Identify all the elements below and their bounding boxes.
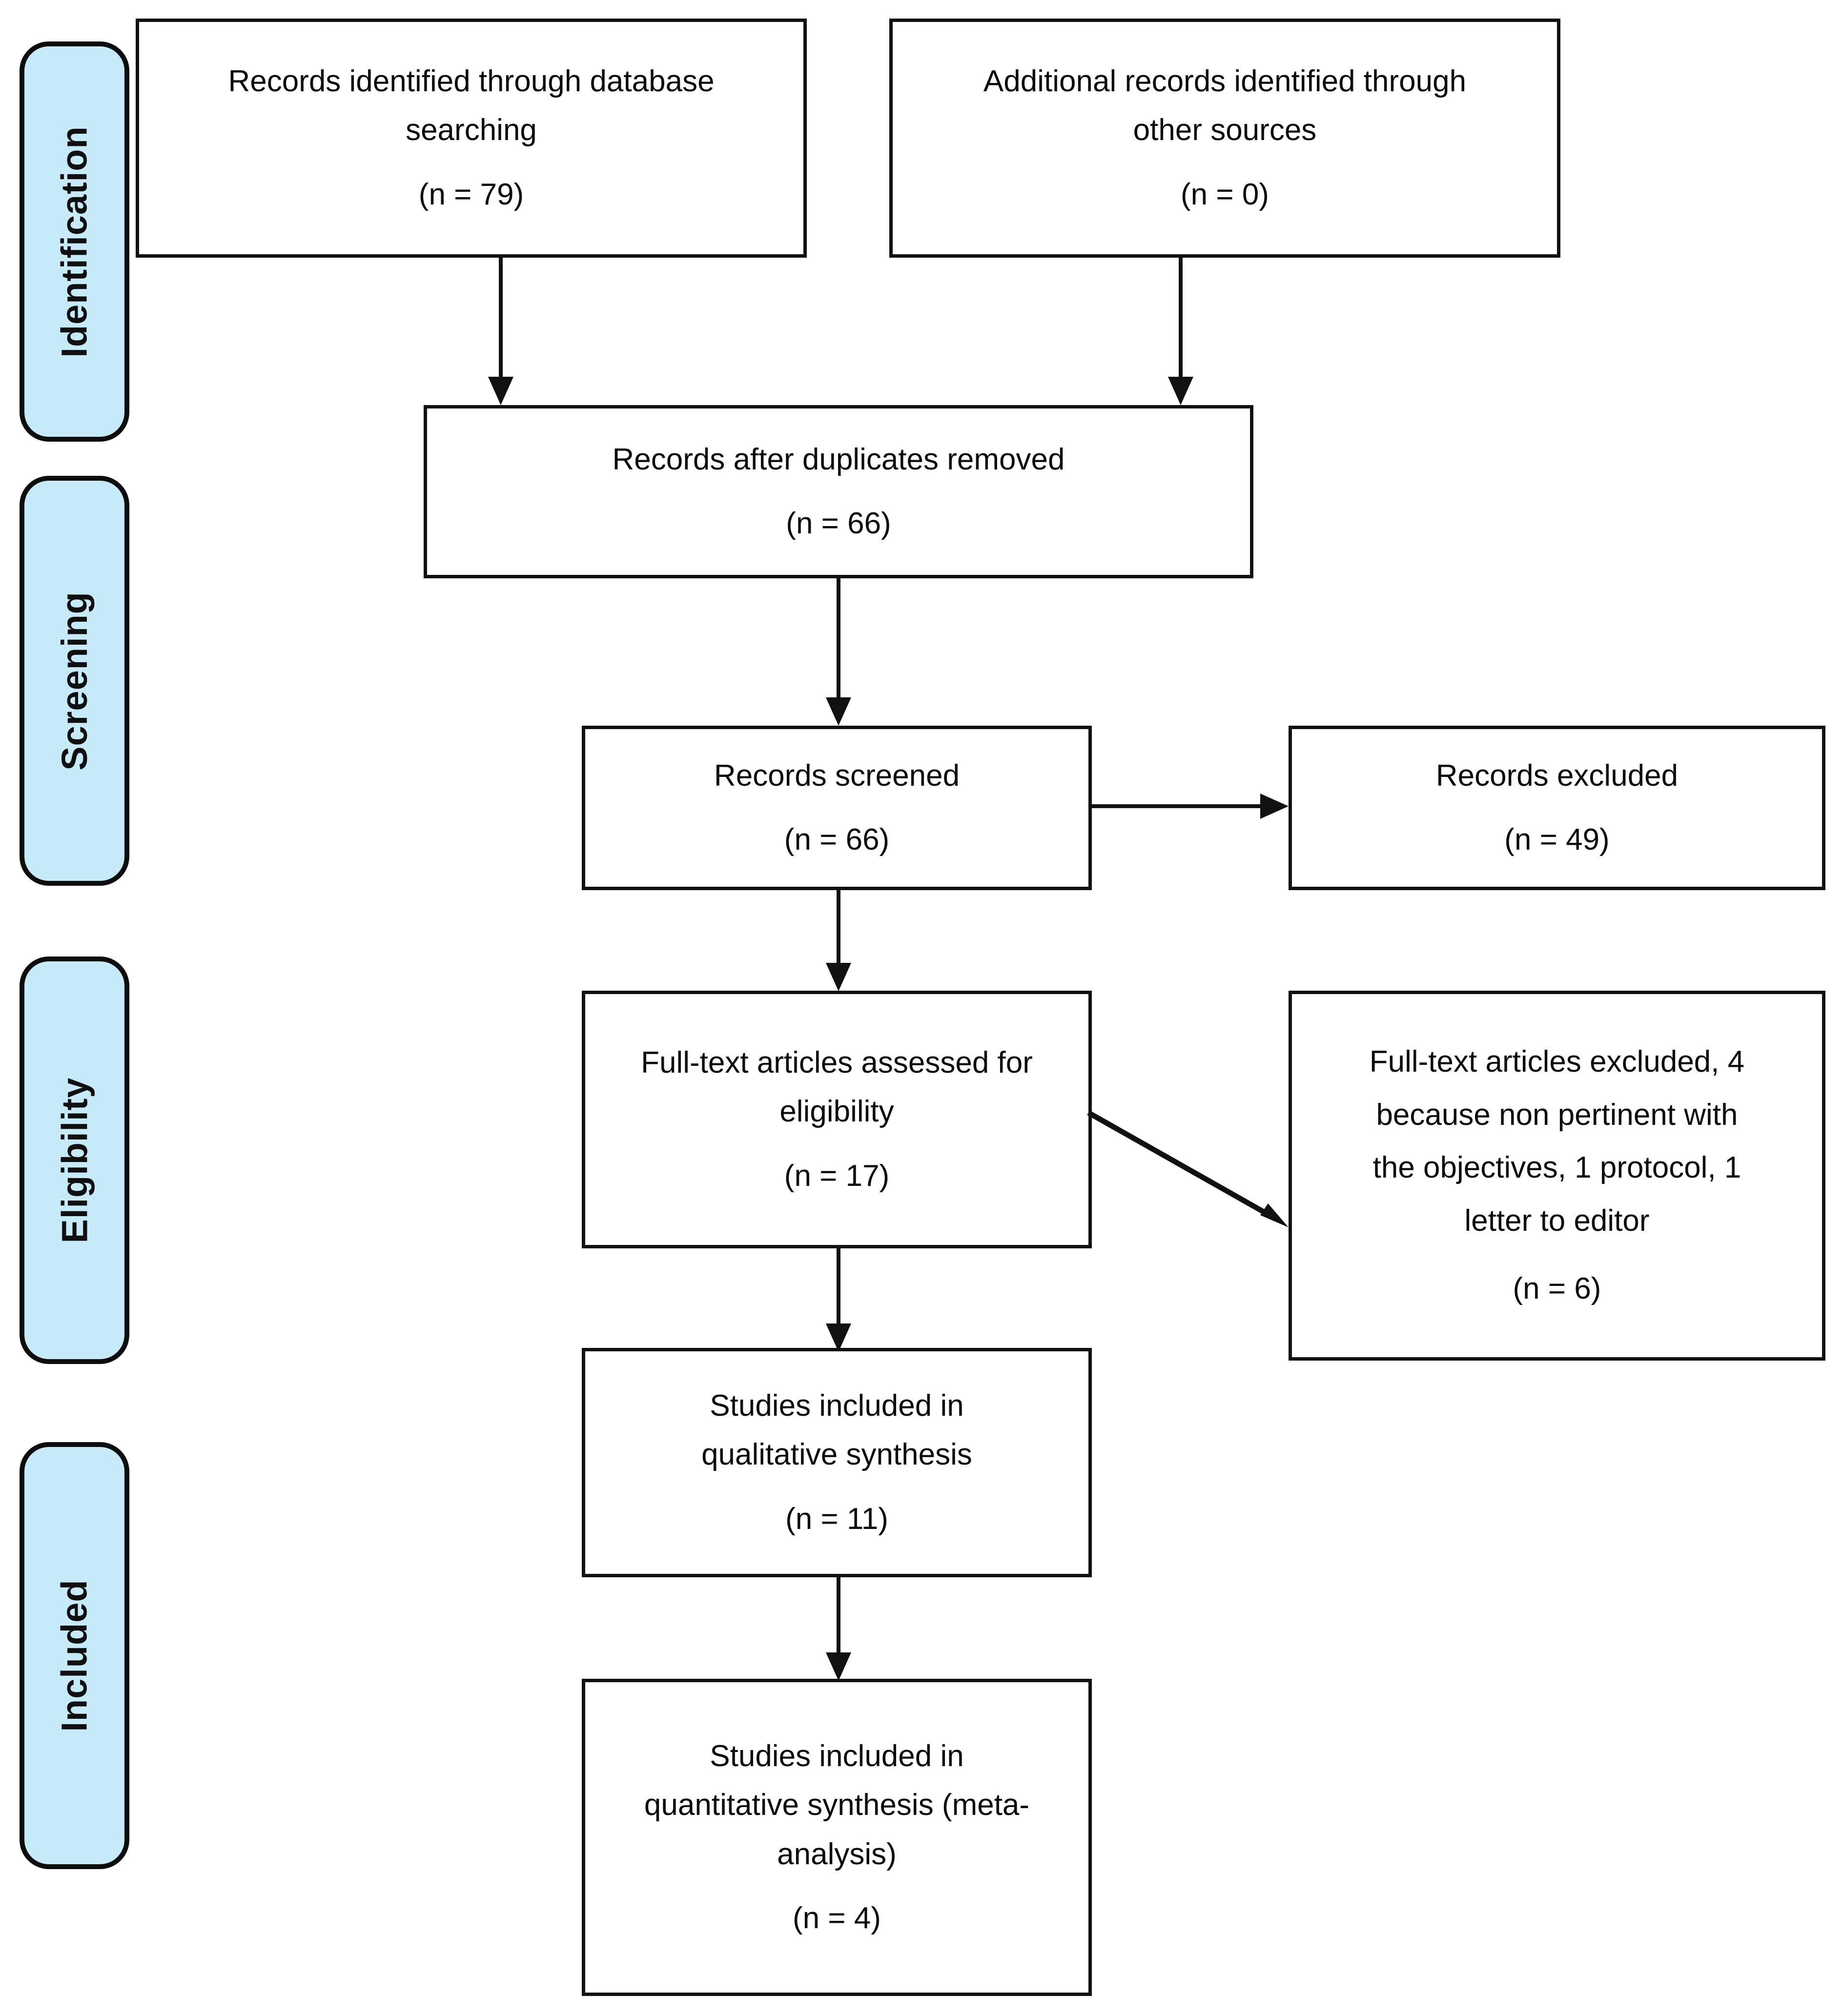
connector-screened-to-excluded [1092, 804, 1263, 808]
node-line-3: analysis) [777, 1837, 897, 1871]
connector-duplicates-to-screened [837, 578, 840, 700]
node-line-1: Studies included in [710, 1739, 964, 1773]
stage-pill-screening: Screening [20, 476, 129, 886]
stage-label-eligibility: Eligibility [54, 1077, 95, 1243]
stage-pill-identification: Identification [20, 41, 129, 442]
node-fulltext-excluded: Full-text articles excluded, 4 because n… [1289, 991, 1825, 1361]
node-count: (n = 17) [784, 1159, 890, 1193]
arrowhead-screened-to-fulltext [826, 963, 851, 991]
node-count: (n = 66) [784, 823, 890, 856]
node-line-1: Additional records identified through [983, 64, 1467, 98]
node-line-1: Full-text articles excluded, 4 [1369, 1045, 1745, 1079]
connector-screened-to-fulltext [837, 890, 840, 966]
node-line-2: because non pertinent with [1376, 1098, 1738, 1132]
stage-label-included: Included [54, 1579, 95, 1732]
connector-qualitative-to-quantitative [837, 1577, 840, 1655]
node-records-screened: Records screened (n = 66) [582, 726, 1092, 890]
node-records-excluded: Records excluded (n = 49) [1289, 726, 1825, 890]
stage-pill-included: Included [20, 1442, 129, 1869]
node-line-1: Records after duplicates removed [612, 442, 1065, 476]
node-count: (n = 79) [418, 177, 524, 211]
arrowhead-qualitative-to-quantitative [826, 1652, 851, 1681]
arrowhead-duplicates-to-screened [826, 697, 851, 726]
connector-other-sources-to-duplicates [1179, 258, 1183, 380]
node-line-1: Records screened [714, 758, 960, 793]
node-studies-quantitative-synthesis: Studies included in quantitative synthes… [582, 1679, 1092, 1996]
node-records-identified-database: Records identified through database sear… [136, 19, 807, 258]
connector-db-search-to-duplicates [499, 258, 503, 380]
stage-label-identification: Identification [54, 125, 95, 358]
node-line-2: other sources [1133, 113, 1317, 147]
connector-fulltext-assessed-to-excluded [1087, 1110, 1289, 1227]
node-line-1: Records identified through database [228, 64, 715, 98]
node-additional-records-other-sources: Additional records identified through ot… [889, 19, 1560, 258]
node-line-1: Records excluded [1435, 758, 1678, 793]
node-line-1: Studies included in [710, 1388, 964, 1423]
node-studies-qualitative-synthesis: Studies included in qualitative synthesi… [582, 1348, 1092, 1577]
node-line-3: the objectives, 1 protocol, 1 [1372, 1151, 1741, 1185]
arrowhead-db-search-to-duplicates [488, 377, 513, 405]
node-count: (n = 6) [1513, 1272, 1601, 1306]
node-count: (n = 4) [793, 1901, 881, 1935]
arrowhead-screened-to-excluded [1260, 794, 1289, 819]
connector-fulltext-to-qualitative [837, 1248, 840, 1326]
node-line-2: qualitative synthesis [701, 1438, 972, 1472]
node-line-4: letter to editor [1464, 1203, 1650, 1238]
arrowhead-fulltext-to-qualitative [826, 1324, 851, 1352]
stage-pill-eligibility: Eligibility [20, 957, 129, 1364]
node-line-2: searching [406, 113, 537, 147]
node-line-1: Full-text articles assessed for [641, 1045, 1033, 1079]
node-count: (n = 0) [1181, 177, 1269, 211]
node-fulltext-assessed-eligibility: Full-text articles assessed for eligibil… [582, 991, 1092, 1248]
node-line-2: eligibility [779, 1095, 894, 1129]
stage-label-screening: Screening [54, 591, 95, 771]
node-count: (n = 66) [786, 507, 891, 540]
arrowhead-other-sources-to-duplicates [1168, 377, 1193, 405]
node-line-2: quantitative synthesis (meta- [644, 1788, 1030, 1822]
node-count: (n = 11) [785, 1502, 888, 1536]
node-records-after-duplicates-removed: Records after duplicates removed (n = 66… [424, 405, 1253, 578]
node-count: (n = 49) [1504, 823, 1610, 856]
